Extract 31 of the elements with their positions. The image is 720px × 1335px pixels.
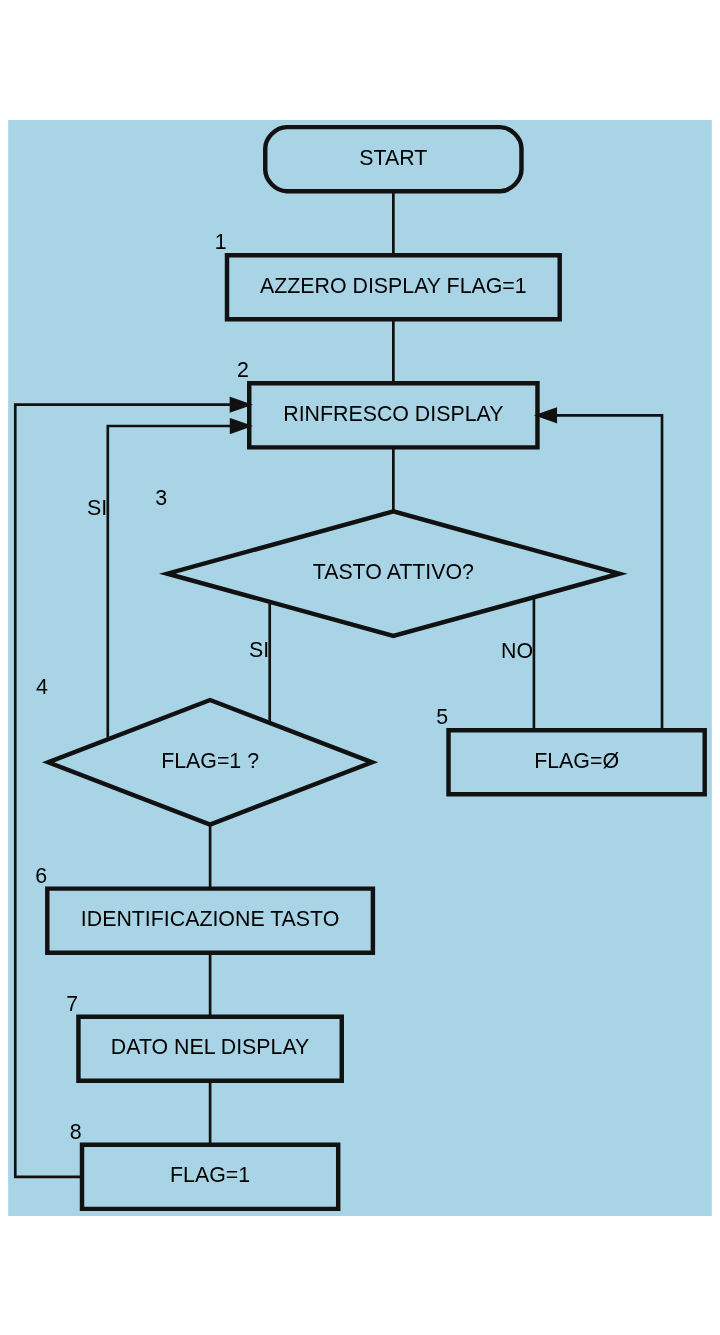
connector — [392, 446, 395, 511]
node-label: 1 — [214, 229, 227, 254]
connector — [532, 597, 536, 730]
edge-label: SI — [248, 637, 270, 662]
node-box: AZZERO DISPLAY FLAG=1 — [224, 252, 562, 321]
node-box: FLAG=1 — [79, 1142, 341, 1211]
node-label: 3 — [155, 485, 168, 510]
node-box: DATO NEL DISPLAY — [76, 1014, 344, 1083]
node-label: 7 — [66, 991, 79, 1016]
connector — [208, 1080, 212, 1144]
arrow — [533, 406, 664, 730]
node-label: 2 — [237, 357, 249, 382]
connector — [208, 952, 212, 1016]
node-label: 4 — [36, 674, 48, 699]
node-label: 5 — [436, 704, 449, 729]
node-box: RINFRESCO DISPLAY — [247, 380, 540, 450]
edge-label: NO — [501, 638, 534, 663]
node-box: FLAG=Ø — [446, 727, 707, 797]
arrow — [13, 396, 253, 1178]
arrow — [106, 417, 253, 739]
connector — [392, 190, 395, 254]
node-diamond: FLAG=1 ? — [42, 697, 379, 827]
connector — [268, 601, 272, 723]
node-label: 6 — [35, 863, 48, 888]
node-diamond: TASTO ATTIVO? — [159, 508, 628, 638]
connector — [208, 824, 212, 888]
node-box: START — [263, 124, 524, 193]
node-label: 8 — [69, 1119, 82, 1144]
connector — [392, 319, 395, 383]
edge-label: SI — [87, 495, 108, 520]
node-box: IDENTIFICAZIONE TASTO — [45, 885, 376, 955]
